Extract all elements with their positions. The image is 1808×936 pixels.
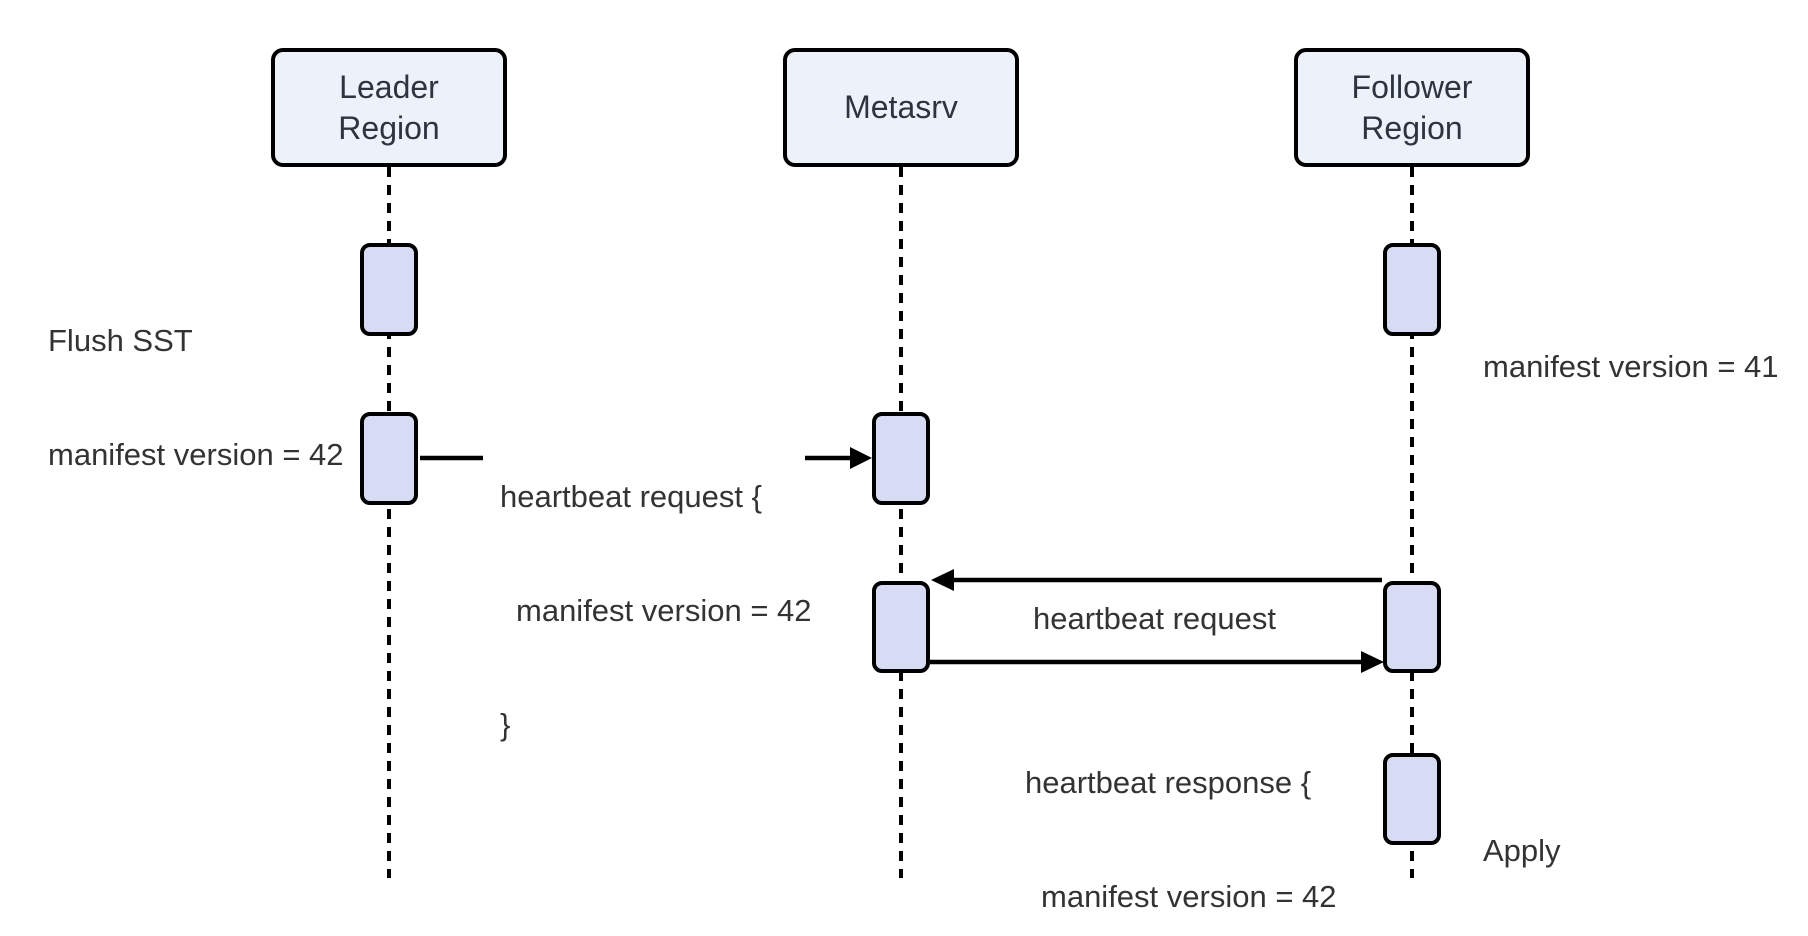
activation-follower-v41	[1383, 243, 1441, 336]
actor-label-line: Follower	[1351, 68, 1473, 105]
activation-metasrv-exchange	[872, 581, 930, 673]
activation-metasrv-heartbeat	[872, 412, 930, 505]
note-line: manifest version = 42	[48, 437, 344, 472]
activation-leader-heartbeat	[360, 412, 418, 505]
actor-follower-region: Follower Region	[1294, 48, 1530, 167]
arrowhead-left-icon	[931, 569, 954, 591]
note-flush-sst: Flush SST manifest version = 42	[48, 246, 344, 550]
activation-follower-exchange	[1383, 581, 1441, 673]
arrowhead-right-icon	[850, 447, 872, 469]
message-line: heartbeat request {	[500, 479, 762, 514]
actor-label-line: Region	[338, 109, 440, 146]
actor-metasrv: Metasrv	[783, 48, 1019, 167]
message-line: manifest version = 42	[1041, 879, 1337, 914]
activation-leader-flush	[360, 243, 418, 336]
note-line: Apply	[1483, 833, 1561, 868]
note-line: manifest version = 41	[1483, 349, 1779, 384]
message-line: heartbeat response {	[1025, 765, 1312, 800]
actor-label-line: Metasrv	[844, 89, 958, 125]
message-line: manifest version = 42	[516, 593, 812, 628]
actor-leader-region: Leader Region	[271, 48, 507, 167]
note-manifest-version-41: manifest version = 41	[1483, 272, 1779, 462]
message-line: heartbeat request	[1033, 601, 1277, 636]
note-line: Flush SST	[48, 323, 193, 358]
message-line: }	[500, 707, 511, 742]
actor-label-line: Region	[1361, 109, 1463, 146]
arrowhead-right-icon	[1361, 651, 1384, 673]
note-apply: Apply manifest version = 42	[1483, 756, 1779, 936]
message-label-heartbeat-request-follower: heartbeat request	[1033, 524, 1276, 714]
actor-label-line: Leader	[339, 68, 439, 105]
message-label-heartbeat-response: heartbeat response { manifest version = …	[1025, 688, 1337, 936]
activation-follower-apply	[1383, 753, 1441, 845]
message-label-heartbeat-request-leader: heartbeat request { manifest version = 4…	[500, 402, 812, 820]
